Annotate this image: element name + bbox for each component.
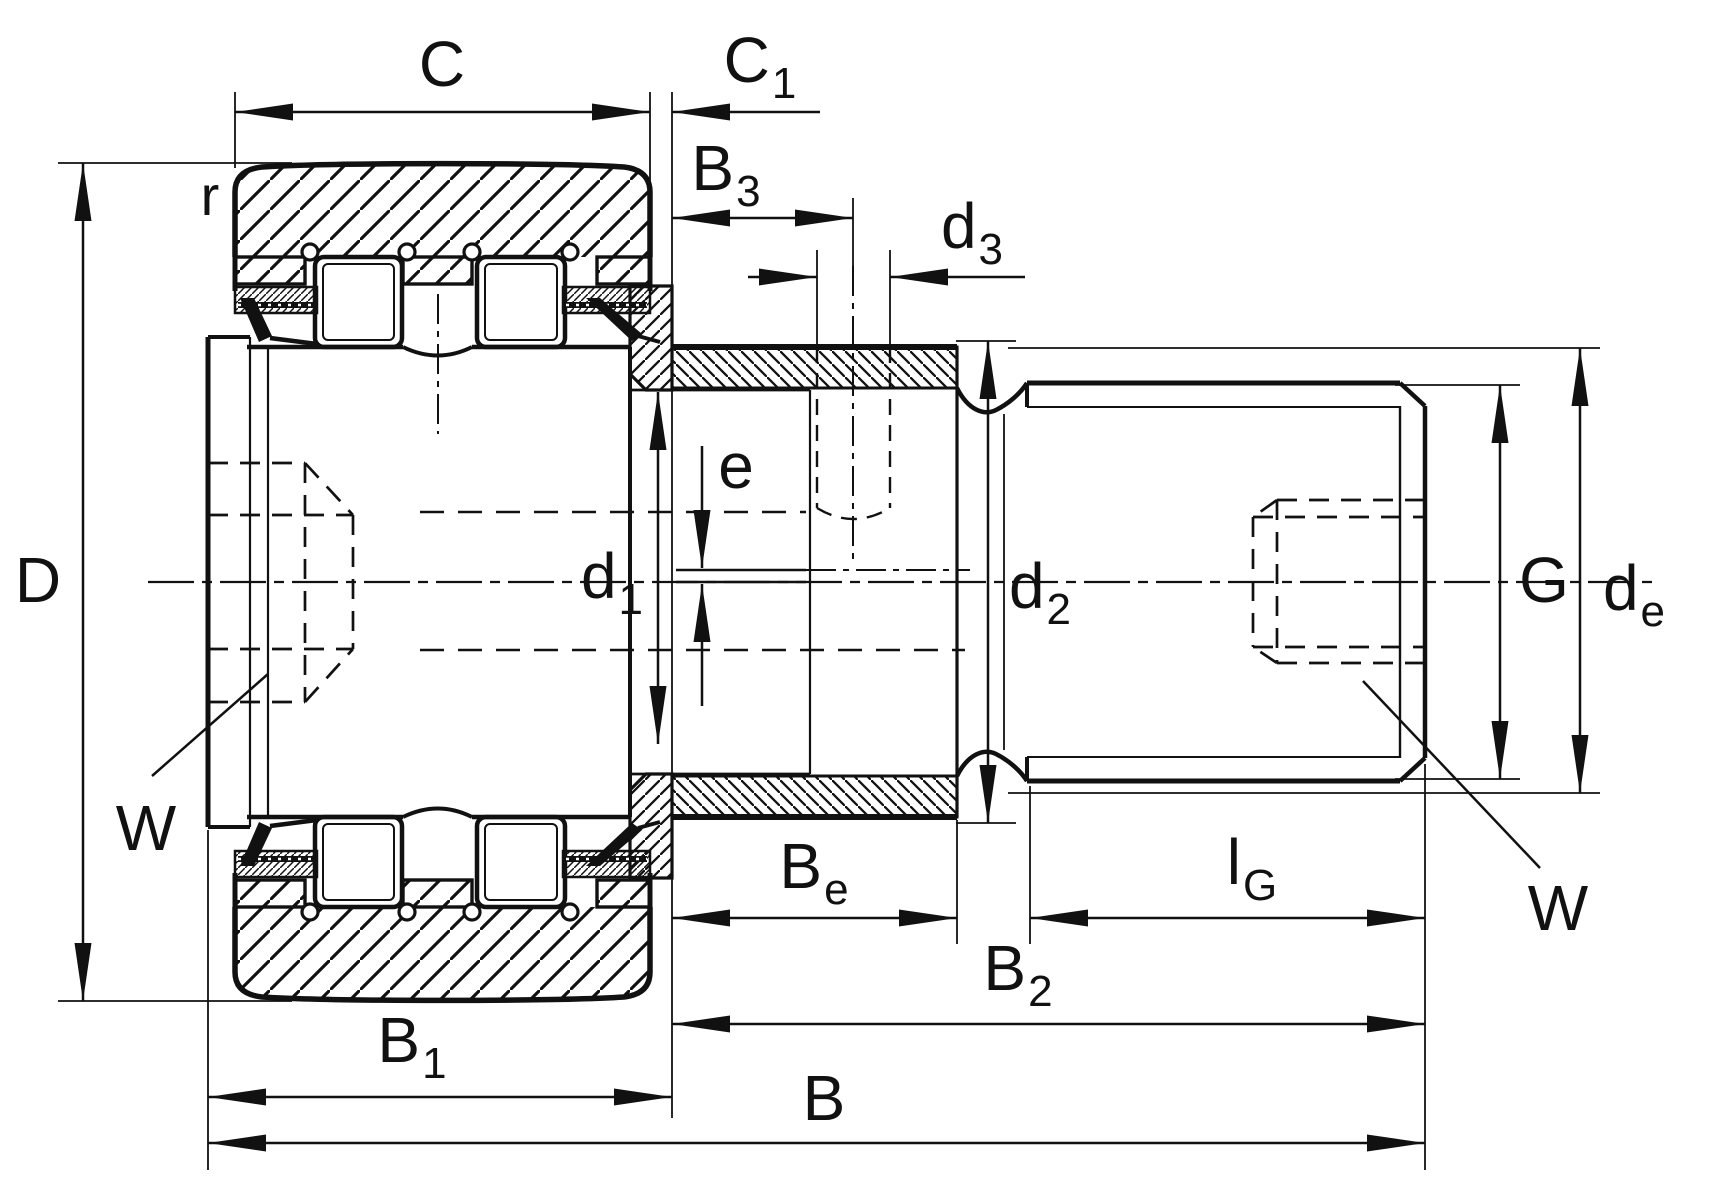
dimension-lines xyxy=(81,110,1582,1145)
leader-w-left xyxy=(151,673,269,777)
central-lube-duct xyxy=(420,510,965,652)
dimension-arrowheads xyxy=(74,103,1589,1152)
dim-label-d2: d2 xyxy=(1008,550,1072,634)
hex-socket-left xyxy=(208,461,355,704)
stud-thread xyxy=(1025,380,1428,784)
needle-rollers xyxy=(312,254,568,910)
dim-label-e: e xyxy=(718,430,754,502)
leader-w-right xyxy=(1362,680,1541,869)
roller-pocket-fillets xyxy=(300,242,580,922)
dim-label-w-right: W xyxy=(1527,872,1589,944)
dim-label-B3: B3 xyxy=(691,132,761,216)
dim-label-w-left: W xyxy=(115,792,177,864)
leader-lines xyxy=(151,673,1541,869)
seal-right-bottom xyxy=(561,820,661,879)
dim-label-B1: B1 xyxy=(377,1004,447,1088)
dim-label-D: D xyxy=(14,544,62,616)
centerlines xyxy=(148,266,1652,584)
seal-right-top xyxy=(561,285,661,344)
dim-label-Be: Be xyxy=(779,830,849,914)
dim-label-r: r xyxy=(200,164,220,227)
dim-label-B2: B2 xyxy=(983,932,1053,1016)
thread-relief-groove xyxy=(954,381,1029,783)
seal-left-top xyxy=(233,285,319,347)
extension-lines xyxy=(58,92,1600,1170)
dim-label-d3: d3 xyxy=(940,190,1004,274)
dim-label-G: G xyxy=(1519,544,1569,616)
dim-label-C: C xyxy=(418,28,466,100)
seal-left-bottom xyxy=(233,817,319,879)
dim-label-de: de xyxy=(1602,552,1666,636)
dim-label-lG: lG xyxy=(1226,826,1278,910)
dim-label-B: B xyxy=(802,1062,846,1134)
dim-label-C1: C1 xyxy=(723,24,797,108)
dim-label-d1: d1 xyxy=(580,540,644,624)
